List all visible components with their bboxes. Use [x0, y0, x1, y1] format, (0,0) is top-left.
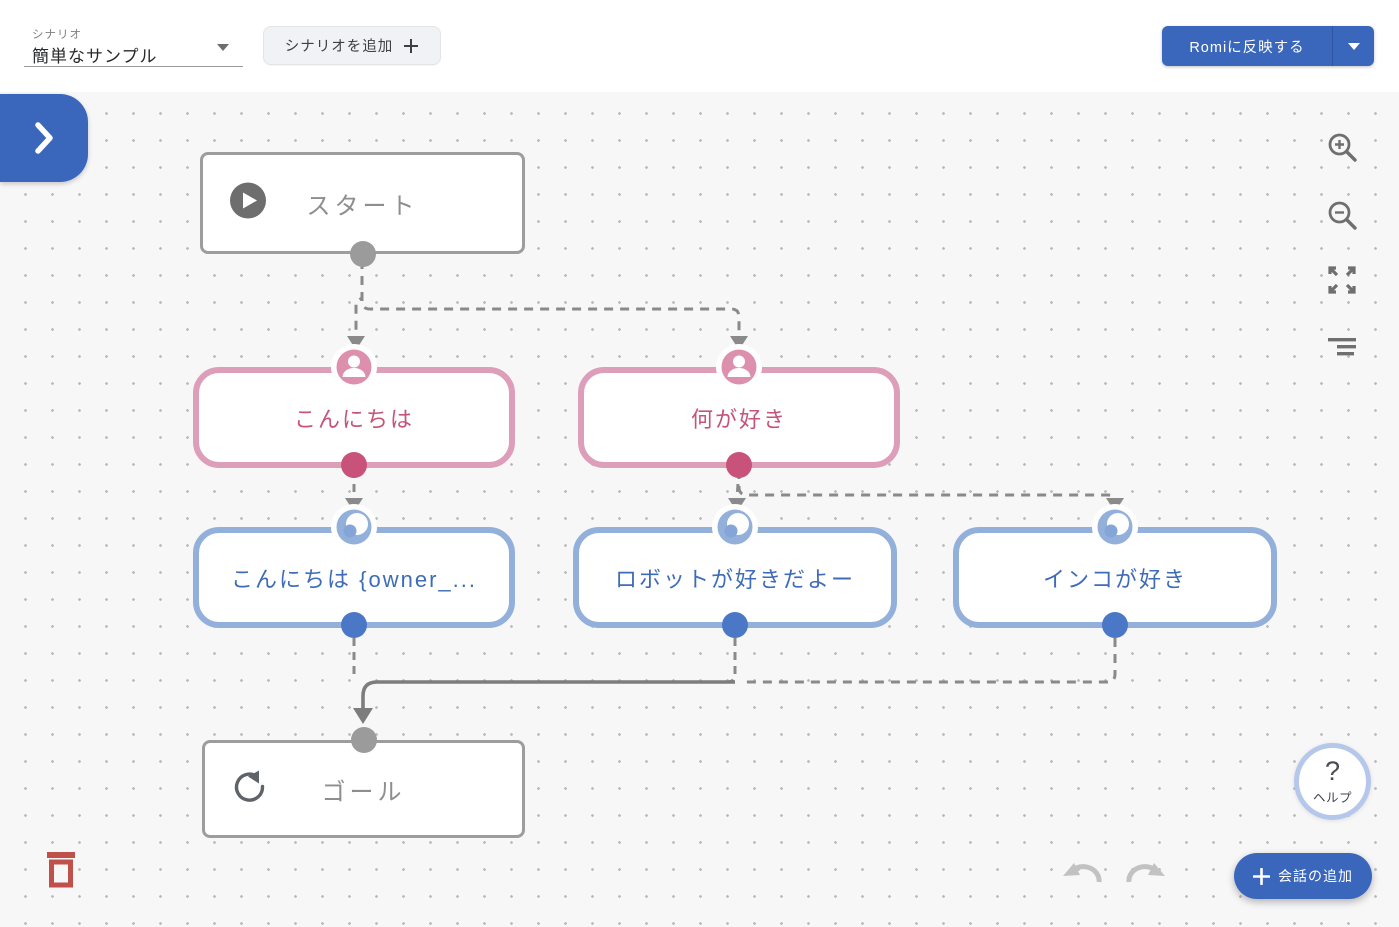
node-parrot-reply[interactable]: インコが好き — [953, 504, 1277, 638]
restart-icon — [231, 768, 269, 811]
apply-to-romi-main[interactable]: Romiに反映する — [1162, 26, 1333, 66]
scenario-select-value: 簡単なサンプル — [32, 47, 158, 66]
node-label: ゴール — [321, 778, 406, 806]
auto-layout-lines-icon — [1328, 338, 1356, 356]
person-icon — [716, 344, 762, 395]
question-mark-icon: ? — [1324, 755, 1341, 786]
add-conversation-button[interactable]: 会話の追加 — [1234, 853, 1372, 899]
node-label: スタート — [306, 192, 419, 220]
header-bar: シナリオ 簡単なサンプル シナリオを追加 Romiに反映する — [0, 0, 1399, 92]
caret-down-icon — [217, 44, 229, 51]
zoom-out-button[interactable] — [1326, 199, 1358, 231]
play-circle-icon — [229, 182, 267, 225]
help-button[interactable]: ? ヘルプ — [1294, 743, 1371, 820]
trash-can-icon — [47, 852, 75, 888]
auto-layout-button[interactable] — [1326, 330, 1358, 362]
undo-arrow-icon — [1063, 863, 1102, 883]
scenario-select-label: シナリオ — [32, 29, 82, 41]
output-port[interactable] — [349, 241, 376, 267]
node-label: こんにちは — [293, 406, 414, 432]
fit-view-arrows-icon — [1328, 266, 1356, 294]
undo-button[interactable] — [1060, 859, 1104, 893]
person-icon — [331, 344, 377, 395]
input-port[interactable] — [350, 727, 377, 753]
zoom-out-magnifier-icon — [1328, 201, 1357, 230]
romi-face-icon — [331, 504, 377, 555]
node-robot-reply[interactable]: ロボットが好きだよー — [573, 504, 897, 638]
output-port[interactable] — [341, 452, 367, 478]
node-goal[interactable]: ゴール — [202, 727, 525, 838]
output-port[interactable] — [1102, 612, 1128, 638]
flow-canvas[interactable]: スタート こんにちは — [0, 92, 1399, 927]
romi-face-icon — [1092, 504, 1138, 555]
node-start[interactable]: スタート — [200, 152, 525, 267]
plus-icon — [404, 38, 419, 53]
delete-trash-button[interactable] — [39, 845, 83, 893]
apply-to-romi-dropdown[interactable] — [1333, 26, 1374, 66]
chevron-right-icon — [35, 122, 53, 154]
caret-down-icon — [1347, 42, 1360, 50]
node-label: 何が好き — [690, 406, 787, 432]
node-label: インコが好き — [1042, 566, 1187, 592]
output-port[interactable] — [726, 452, 752, 478]
redo-button[interactable] — [1124, 859, 1168, 893]
node-greet-trigger[interactable]: こんにちは — [193, 344, 515, 478]
zoom-in-button[interactable] — [1326, 131, 1358, 163]
help-label: ヘルプ — [1312, 790, 1352, 805]
node-like-trigger[interactable]: 何が好き — [578, 344, 900, 478]
add-scenario-button[interactable]: シナリオを追加 — [263, 26, 441, 65]
output-port[interactable] — [341, 612, 367, 638]
add-conversation-label: 会話の追加 — [1278, 868, 1353, 884]
open-side-panel-button[interactable] — [0, 94, 88, 182]
apply-to-romi-button[interactable]: Romiに反映する — [1162, 26, 1374, 66]
node-label: ロボットが好きだよー — [614, 566, 855, 592]
apply-to-romi-label: Romiに反映する — [1189, 39, 1305, 56]
romi-face-icon — [712, 504, 758, 555]
zoom-in-magnifier-icon — [1328, 133, 1357, 162]
node-greet-reply[interactable]: こんにちは {owner_... — [193, 504, 515, 638]
redo-arrow-icon — [1126, 863, 1165, 883]
output-port[interactable] — [722, 612, 748, 638]
node-label: こんにちは {owner_... — [231, 566, 477, 592]
plus-icon — [1253, 867, 1270, 885]
scenario-select[interactable]: シナリオ 簡単なサンプル — [24, 20, 243, 67]
add-scenario-label: シナリオを追加 — [284, 39, 394, 55]
fit-view-button[interactable] — [1326, 264, 1358, 296]
